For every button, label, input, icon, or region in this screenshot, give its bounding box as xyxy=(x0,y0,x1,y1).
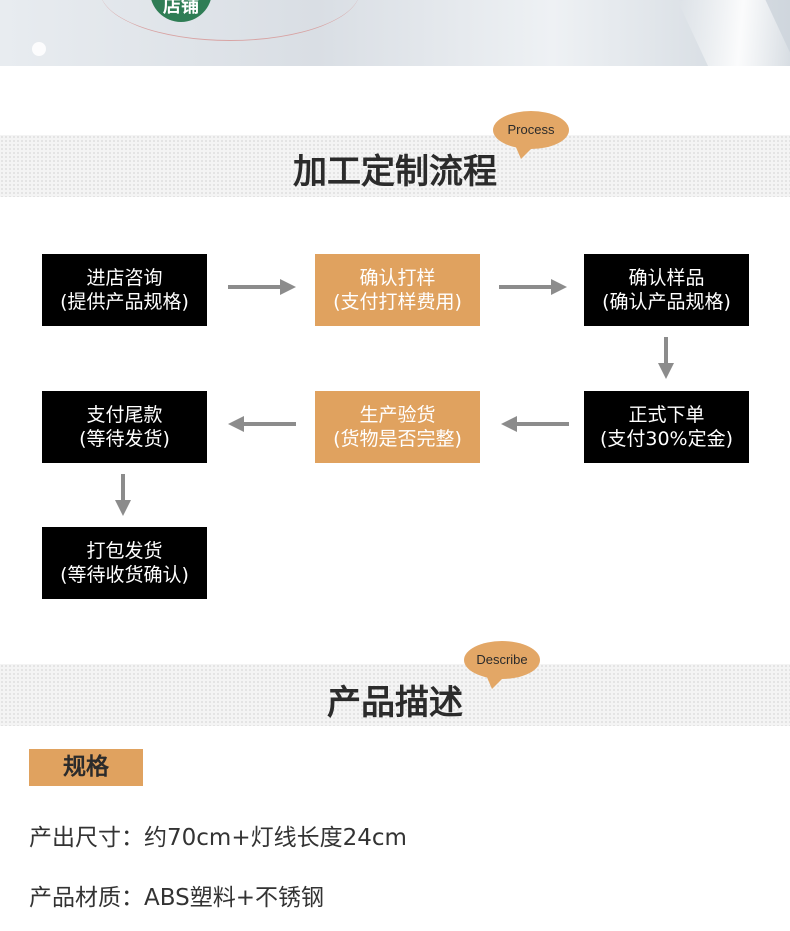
step-confirm-sample-note: (确认产品规格) xyxy=(602,291,731,313)
step-sample-note: (支付打样费用) xyxy=(333,291,462,313)
step-final-payment: 支付尾款 (等待发货) xyxy=(42,391,207,463)
describe-bubble-tail xyxy=(486,675,506,689)
arrow-left-icon xyxy=(228,416,296,432)
step-order-title: 正式下单 xyxy=(628,404,705,426)
step-sample-title: 确认打样 xyxy=(359,267,436,289)
step-shipping-title: 打包发货 xyxy=(86,540,163,562)
shop-badge xyxy=(150,0,212,22)
step-consult: 进店咨询 (提供产品规格) xyxy=(42,254,207,326)
step-confirm-sample: 确认样品 (确认产品规格) xyxy=(584,254,749,326)
spec-material: 产品材质：ABS塑料+不锈钢 xyxy=(29,885,324,911)
arrow-down-icon xyxy=(115,474,131,516)
process-bubble-tail xyxy=(515,145,535,159)
step-inspection-title: 生产验货 xyxy=(359,404,436,426)
step-shipping-note: (等待收货确认) xyxy=(60,564,189,586)
process-section-title: 加工定制流程 xyxy=(293,152,497,192)
step-consult-note: (提供产品规格) xyxy=(60,291,189,313)
spec-label: 规格 xyxy=(29,749,143,786)
top-banner: 店铺 xyxy=(0,0,790,66)
shop-badge-text: 店铺 xyxy=(163,0,199,17)
banner-light-flare xyxy=(678,0,790,66)
banner-swoosh xyxy=(100,0,360,41)
arrow-right-icon xyxy=(499,279,567,295)
step-inspection: 生产验货 (货物是否完整) xyxy=(315,391,480,463)
step-shipping: 打包发货 (等待收货确认) xyxy=(42,527,207,599)
step-sample: 确认打样 (支付打样费用) xyxy=(315,254,480,326)
banner-sparkle xyxy=(32,42,46,56)
arrow-left-icon xyxy=(501,416,569,432)
step-final-payment-note: (等待发货) xyxy=(79,428,170,450)
describe-speech-bubble: Describe xyxy=(464,641,540,679)
step-order: 正式下单 (支付30%定金) xyxy=(584,391,749,463)
step-consult-title: 进店咨询 xyxy=(86,267,163,289)
arrow-right-icon xyxy=(228,279,296,295)
step-inspection-note: (货物是否完整) xyxy=(333,428,462,450)
step-order-note: (支付30%定金) xyxy=(599,428,734,450)
step-confirm-sample-title: 确认样品 xyxy=(628,267,705,289)
step-final-payment-title: 支付尾款 xyxy=(86,404,163,426)
describe-section-title: 产品描述 xyxy=(327,683,463,723)
arrow-down-icon xyxy=(658,337,674,379)
describe-header-band xyxy=(0,664,790,726)
spec-size: 产出尺寸：约70cm+灯线长度24cm xyxy=(29,825,407,851)
process-header-band xyxy=(0,135,790,197)
process-speech-bubble: Process xyxy=(493,111,569,149)
